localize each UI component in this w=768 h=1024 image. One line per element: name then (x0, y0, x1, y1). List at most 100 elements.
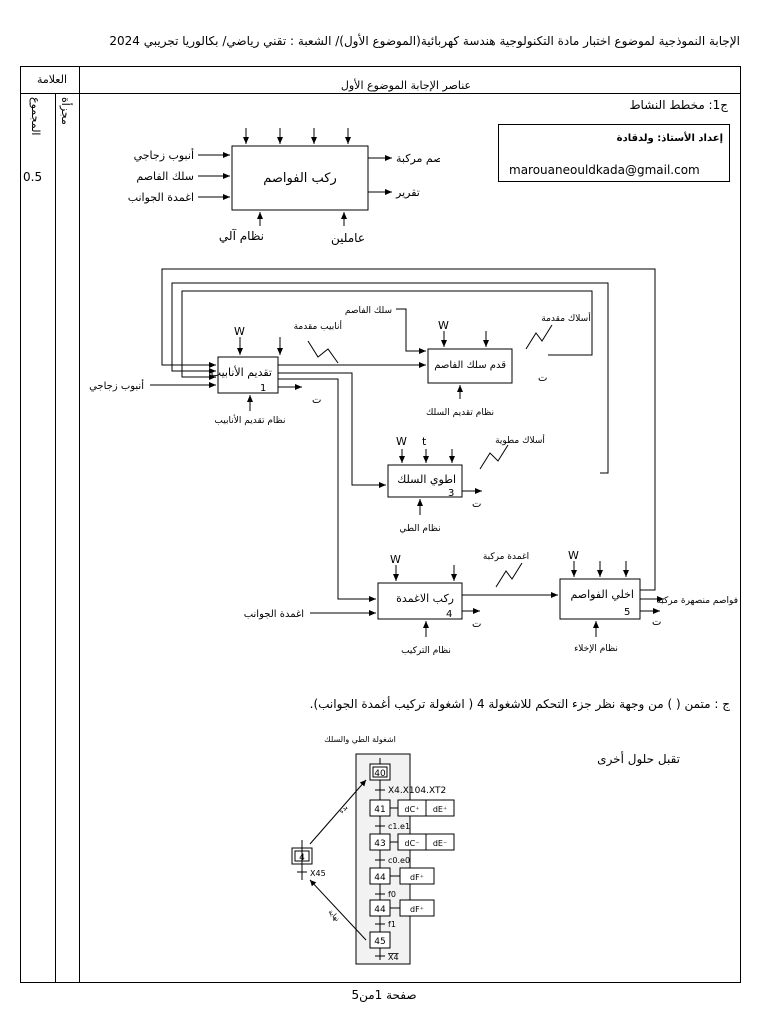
feedback-loop (171, 282, 609, 474)
fuse-wire-label: سلك الفاصم (345, 306, 392, 316)
wires-fed-label: أسلاك مقدمة (541, 312, 590, 324)
a0-input-label: أنبوب زجاجي (134, 148, 194, 162)
grafcet-action-label: dC⁺ (405, 805, 420, 814)
start-label: بدء (338, 803, 350, 815)
col-divider-total (55, 93, 56, 982)
zigzag (495, 562, 523, 588)
step5-box (559, 578, 641, 620)
grafcet-macro-frame (355, 753, 411, 965)
a0-mechanism-label: عاملين (331, 231, 365, 246)
grafcet-transition-label: c1.e1 (388, 822, 410, 831)
grafcet-transition-label: X4 (388, 953, 399, 962)
end-arrow (309, 879, 367, 941)
grafcet-action (425, 833, 455, 851)
step4-number: 4 (446, 609, 452, 620)
grafcet-transition-label: X45 (310, 869, 326, 878)
zigzag (525, 324, 553, 350)
t-label: t (422, 435, 427, 448)
a0-diagram: ركب الفواصم أنبوب زجاجي سلك الفاصم اغمدة… (128, 128, 440, 246)
grafcet-action-label: dC⁻ (405, 839, 420, 848)
grafcet-transition-label: f0 (388, 890, 396, 899)
grafcet-action (399, 867, 435, 885)
grafcet-action (399, 899, 435, 917)
a0-detail-diagram: تقديم الأنابيب 1 W أنبوب زجاجي نظام تقدي… (89, 268, 738, 656)
answer-table: العلامة عناصر الإجابة الموضوع الأول المج… (20, 66, 741, 983)
w-label: W (568, 549, 579, 562)
a0-mechanism-label: نظام آلي (219, 228, 264, 243)
page-footer: صفحة 1من5 (351, 988, 417, 1002)
grafcet-action-label: dF⁺ (410, 905, 424, 914)
page-header: الإجابة النموذجية لموضوع اختبار مادة الت… (109, 34, 740, 48)
report-label: ت (472, 499, 481, 510)
feedback-loop (181, 290, 593, 380)
report-label: ت (312, 395, 321, 406)
grafcet-diagram: اشغولة الطي والسلك 40 X4.X104.XT2 41 dC⁺… (291, 735, 455, 965)
content-header: عناصر الإجابة الموضوع الأول (340, 79, 472, 92)
grafcet-transition-label: f1 (388, 920, 396, 929)
step1-label: تقديم الأنابيب (211, 365, 272, 379)
a0-output-label: تقرير (395, 186, 420, 199)
col-divider-grade (79, 67, 80, 982)
grafcet-step-number: 43 (374, 839, 385, 849)
step1-number: 1 (260, 383, 266, 394)
section2-question: ج : متمن ( ) من وجهة نظر جزء التحكم للاش… (309, 697, 730, 711)
step1-box (217, 356, 279, 394)
grafcet-action-label: dE⁻ (433, 839, 447, 848)
zigzag (307, 340, 339, 364)
step3-box (387, 464, 463, 498)
grafcet-transition-label: c0.e0 (388, 856, 410, 865)
grafcet-caption: اشغولة الطي والسلك (324, 735, 396, 744)
a0-input-label: اغمدة الجوانب (128, 191, 194, 204)
grade-header: العلامة (36, 73, 68, 86)
grafcet-initial-step-inner (372, 766, 388, 778)
w-label: W (234, 325, 245, 338)
grafcet-step-number: 41 (374, 805, 385, 815)
grafcet-action-label: dF⁺ (410, 873, 424, 882)
grafcet-action-label: dE⁺ (433, 805, 447, 814)
step2-label: قدم سلك الفاصم (434, 360, 506, 371)
total-column-label: المجموع (29, 97, 42, 136)
step4-box (377, 582, 463, 620)
section1-title: ج1: مخطط النشاط (629, 98, 728, 112)
tubes-to-bend-arrow (278, 372, 386, 488)
step3-number: 3 (448, 488, 454, 499)
output-label: فواصم منصهرة مركبة (656, 596, 738, 606)
report-label: ت (472, 619, 481, 630)
tube-input-label: أنبوب زجاجي (89, 379, 144, 392)
step2-box (427, 348, 513, 384)
score-value: 0.5 (23, 170, 43, 184)
partial-column-label: مجزأة (59, 97, 72, 125)
feedback-loop (161, 268, 656, 591)
mechanism-label: نظام الإخلاء (574, 644, 618, 654)
grafcet-step-number: 44 (374, 873, 386, 883)
caps-input-label: اغمدة الجوانب (244, 609, 304, 620)
a0-output-label: فواصم مركبة (396, 152, 440, 165)
w-label: W (390, 553, 401, 566)
table-header-divider (21, 93, 740, 94)
grafcet-action (425, 799, 455, 817)
author-email: marouaneouldkada@gmail.com (509, 163, 700, 177)
grafcet-step-number: 40 (374, 769, 386, 779)
wires-bent-label: أسلاك مطوية (495, 434, 545, 446)
step4-label: ركب الاغمدة (396, 592, 454, 605)
author-box: إعداد الأستاذ: ولدقادة marouaneouldkada@… (498, 124, 730, 182)
a0-box-label: ركب الفواصم (263, 171, 337, 186)
mechanism-label: نظام الطي (399, 524, 440, 534)
w-label: W (396, 435, 407, 448)
grafcet-transition-label: X4.X104.XT2 (388, 786, 446, 796)
zigzag (479, 444, 509, 470)
mechanism-label: نظام التركيب (401, 646, 451, 656)
report-label: ت (538, 373, 547, 384)
mechanism-label: نظام تقديم الأنابيب (214, 414, 285, 426)
w-label: W (438, 319, 449, 332)
report-label: ت (652, 617, 661, 628)
grafcet-step (369, 931, 391, 949)
mechanism-label: نظام تقديم السلك (426, 408, 494, 418)
a0-box (231, 145, 369, 211)
end-label: نهاية (327, 908, 342, 923)
section2-note: تقبل حلول أخرى (597, 752, 680, 766)
step5-label: اخلي الفواصم (570, 588, 634, 601)
tubes-to-assembly-arrow (278, 378, 376, 602)
start-arrow (309, 779, 367, 845)
grafcet-step (369, 763, 391, 781)
